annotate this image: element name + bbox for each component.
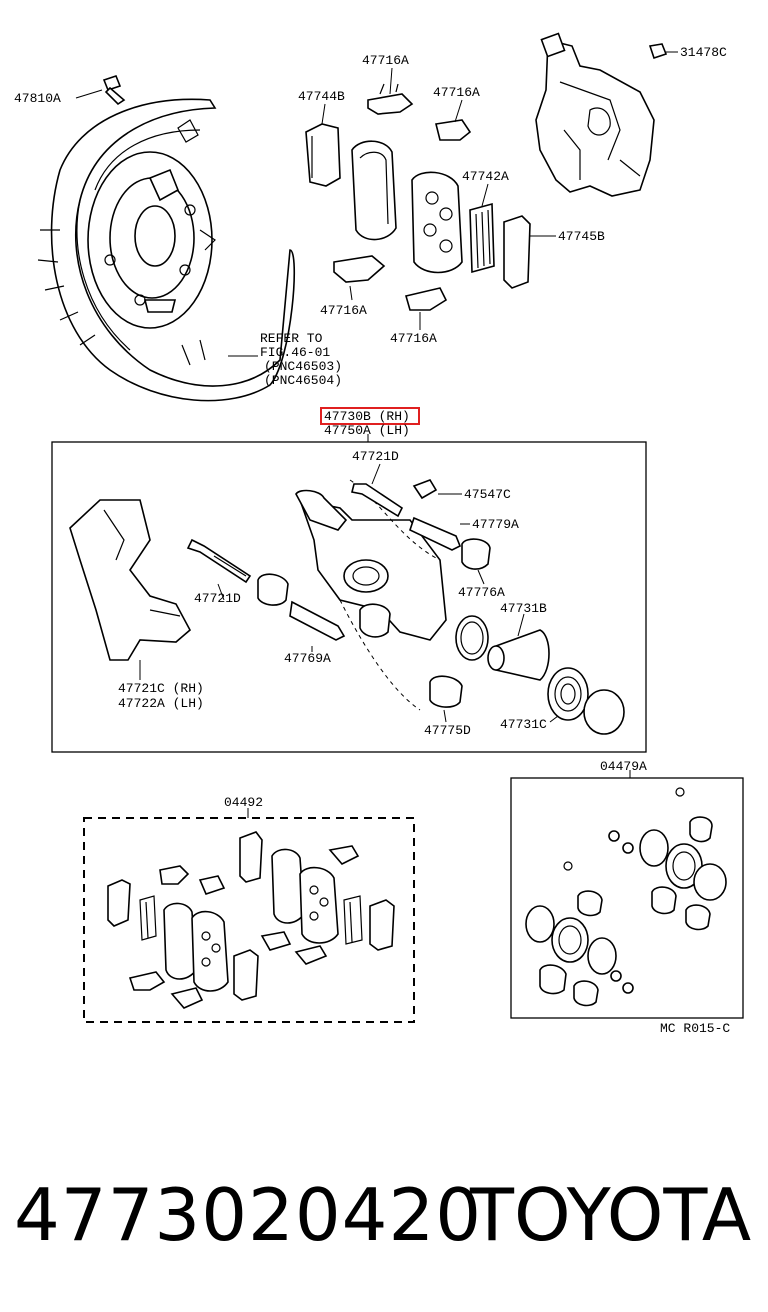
pad-outer [411, 171, 463, 274]
piston-47731B [487, 629, 550, 681]
label-47547C: 47547C [464, 487, 511, 502]
label-47731B: 47731B [500, 601, 547, 616]
label-47721C: 47721C (RH) [118, 681, 204, 696]
highlight-box [320, 407, 420, 425]
bolt-31478C [648, 43, 668, 60]
label-47716A-top: 47716A [362, 53, 409, 68]
seal-kit-parts [525, 787, 727, 1007]
pin-47779A [409, 516, 462, 551]
clip-47716A-right [405, 287, 448, 311]
seal-ring [455, 615, 489, 661]
label-47716A-mid: 47716A [433, 85, 480, 100]
parts-diagram: 31478C 47810A 47716A 47744B 47716A 47742… [14, 32, 744, 1036]
seal-kit-box [510, 777, 744, 1019]
brand-name: TOYOTA [470, 1173, 752, 1257]
backing-plate [37, 98, 296, 402]
label-47810A: 47810A [14, 91, 61, 106]
label-47750A: 47750A (LH) [324, 423, 410, 438]
part-number: 4773020420 [14, 1173, 483, 1257]
bolt-47721D-left [186, 538, 252, 584]
mounting-bracket [69, 499, 192, 661]
caliper-mount [535, 32, 655, 197]
pad-inner [351, 140, 397, 241]
boot-47731C [547, 667, 625, 735]
label-47731C: 47731C [500, 717, 547, 732]
label-refer-2: FIG.46-01 [260, 345, 330, 360]
clip-47716A-mid [435, 119, 472, 141]
label-47730B: 47730B (RH) [324, 409, 410, 424]
bolt-47721D-top [351, 483, 404, 518]
bleeder-47547C [412, 479, 438, 500]
pin-47769A [289, 600, 346, 641]
bolt-47810A [102, 75, 126, 106]
label-47722A: 47722A (LH) [118, 696, 204, 711]
label-mc-code: MC R015-C [660, 1021, 730, 1036]
boot-47775D [429, 675, 463, 708]
caliper-assembly-box [51, 441, 647, 753]
shim-47745B [503, 215, 531, 289]
label-47716A-left: 47716A [320, 303, 367, 318]
label-47769A: 47769A [284, 651, 331, 666]
label-refer-3: (PNC46503) [264, 359, 342, 374]
pad-kit-parts [107, 831, 395, 1009]
label-04479A: 04479A [600, 759, 647, 774]
caliper-body [295, 489, 447, 641]
clip-47716A-left [333, 255, 386, 283]
label-47745B: 47745B [558, 229, 605, 244]
label-31478C: 31478C [680, 45, 727, 60]
shim-47744B [305, 123, 341, 187]
label-47742A: 47742A [462, 169, 509, 184]
label-47779A: 47779A [472, 517, 519, 532]
footer: 4773020420 TOYOTA [0, 1160, 768, 1270]
label-refer-1: REFER TO [260, 331, 323, 346]
label-04492: 04492 [224, 795, 263, 810]
label-47776A: 47776A [458, 585, 505, 600]
clip-47716A-top [367, 83, 414, 115]
label-refer-4: (PNC46504) [264, 373, 342, 388]
label-47716A-right: 47716A [390, 331, 437, 346]
label-47775D: 47775D [424, 723, 471, 738]
shim-47742A [469, 202, 495, 274]
label-47721D-left: 47721D [194, 591, 241, 606]
label-47721D-top: 47721D [352, 449, 399, 464]
boot-small-left [257, 573, 289, 606]
pad-kit-box [83, 817, 415, 1023]
label-47744B: 47744B [298, 89, 345, 104]
boot-47776A [461, 538, 491, 570]
